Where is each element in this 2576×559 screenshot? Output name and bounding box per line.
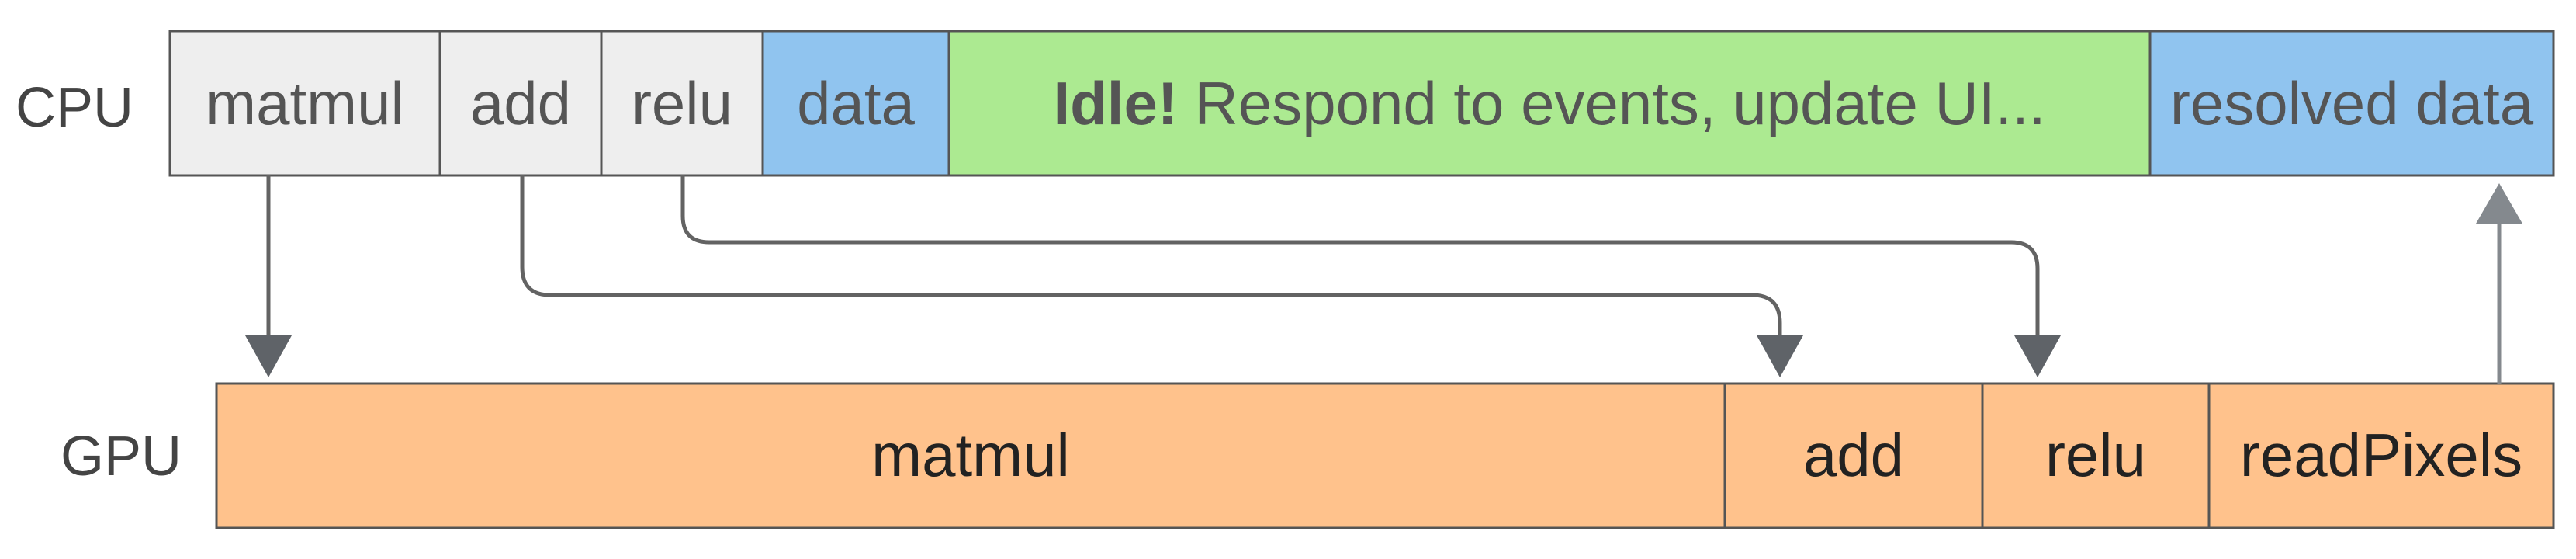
- cpu-segment-resolved-data: [2148, 30, 2555, 177]
- relu-dispatch-arrowhead: [2014, 335, 2061, 377]
- gpu-timeline: matmul add relu readPixels: [215, 382, 2555, 529]
- cpu-row-label: CPU: [16, 77, 133, 139]
- gpu-relu-label: relu: [2045, 421, 2146, 489]
- cpu-resolved-data-label: resolved data: [2170, 69, 2534, 137]
- cpu-add-label: add: [470, 69, 571, 137]
- cpu-segment-data: [761, 30, 950, 177]
- cpu-relu-label: relu: [632, 69, 732, 137]
- readback-arrow: [2476, 183, 2522, 384]
- cpu-matmul-label: matmul: [206, 69, 404, 137]
- cpu-segment-matmul: [168, 30, 441, 177]
- relu-dispatch-arrow-line: [680, 175, 2040, 335]
- cpu-segment-relu: [600, 30, 764, 177]
- gpu-matmul-label: matmul: [871, 421, 1070, 489]
- gpu-add-label: add: [1803, 421, 1904, 489]
- gpu-segment-readpixels: [2207, 382, 2555, 529]
- cpu-timeline: matmul add relu data Idle! Respond to ev…: [168, 30, 2555, 177]
- gpu-segment-add: [1723, 382, 1984, 529]
- gpu-segment-relu: [1981, 382, 2211, 529]
- gpu-readpixels-label: readPixels: [2240, 421, 2522, 489]
- cpu-segment-add: [438, 30, 603, 177]
- add-dispatch-arrowhead: [1757, 335, 1803, 377]
- cpu-data-label: data: [797, 69, 915, 137]
- dispatch-arrows: [245, 175, 2061, 377]
- cpu-segment-idle: [947, 30, 2152, 177]
- readback-arrowhead: [2476, 183, 2522, 224]
- cpu-idle-label: Idle! Respond to events, update UI...: [1053, 69, 2045, 137]
- gpu-segment-matmul: [215, 382, 1726, 529]
- add-dispatch-arrow-line: [520, 175, 1782, 335]
- cpu-idle-rest-label: Respond to events, update UI...: [1178, 69, 2046, 137]
- matmul-dispatch-arrowhead: [245, 335, 292, 377]
- gpu-row-label: GPU: [61, 425, 182, 488]
- cpu-idle-bold-label: Idle!: [1053, 69, 1177, 137]
